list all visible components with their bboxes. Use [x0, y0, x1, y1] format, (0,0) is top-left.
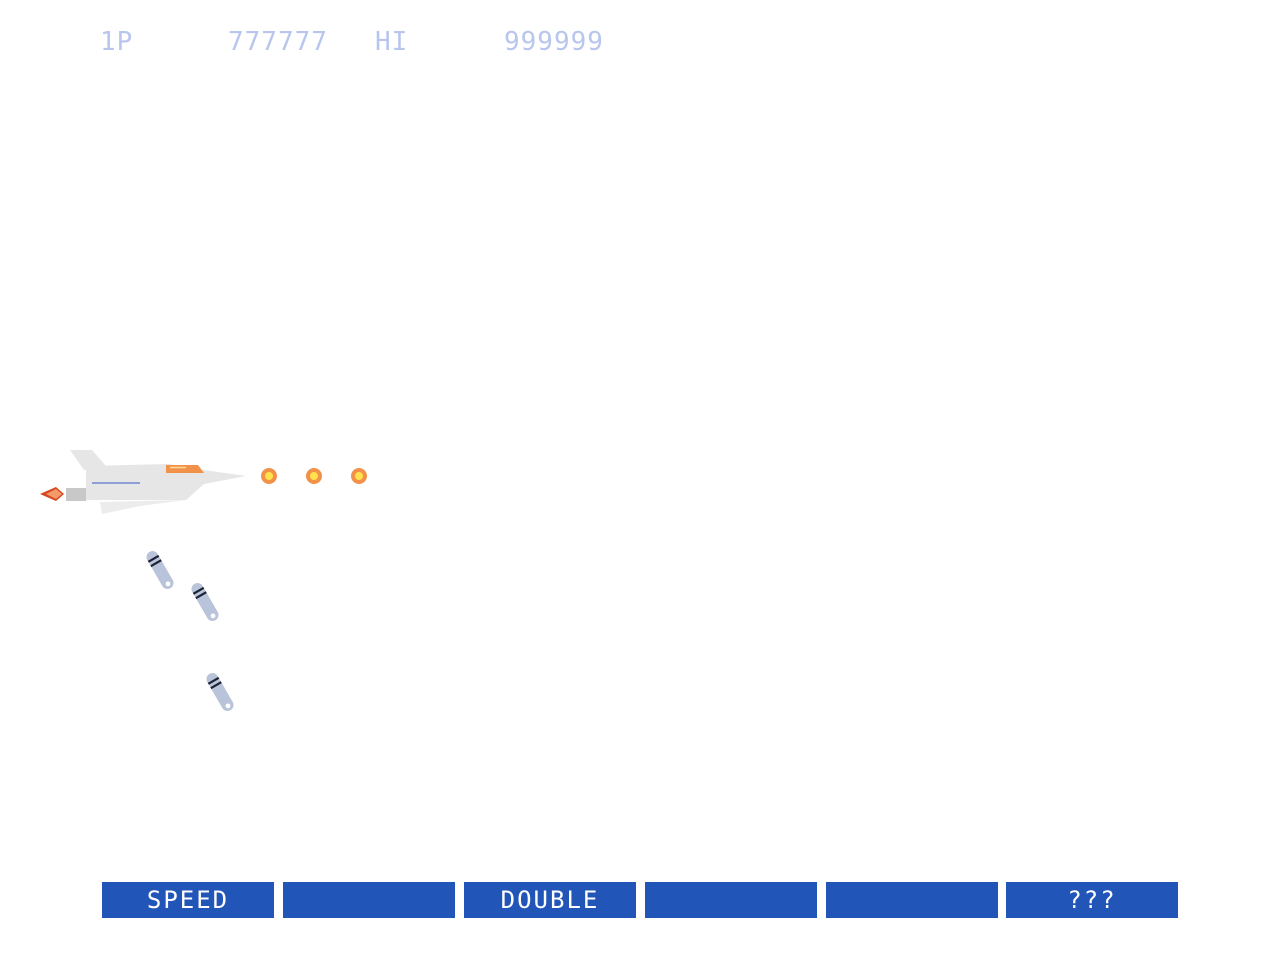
powerup-slot-double: DOUBLE [464, 882, 636, 918]
plasma-shot-icon [351, 468, 367, 484]
missile-icon [146, 551, 174, 589]
hi-score-label: HI [375, 27, 409, 57]
powerup-slot-mystery: ??? [1006, 882, 1178, 918]
player-label: 1P [100, 27, 134, 57]
powerup-slot-4 [645, 882, 817, 918]
plasma-shot-icon [261, 468, 277, 484]
powerup-bar: SPEED DOUBLE ??? [102, 882, 1178, 918]
missile-icon [206, 673, 234, 711]
powerup-slot-5 [826, 882, 998, 918]
plasma-shot-icon [306, 468, 322, 484]
player-score: 777777 [228, 27, 328, 57]
hi-score-value: 999999 [504, 27, 604, 57]
playfield [40, 450, 367, 711]
missile-icon [191, 583, 219, 621]
powerup-slot-2 [283, 882, 455, 918]
powerup-slot-speed: SPEED [102, 882, 274, 918]
score-hud: 1P 777777 HI 999999 [0, 26, 1280, 58]
vic-viper-ship-icon [40, 450, 246, 514]
